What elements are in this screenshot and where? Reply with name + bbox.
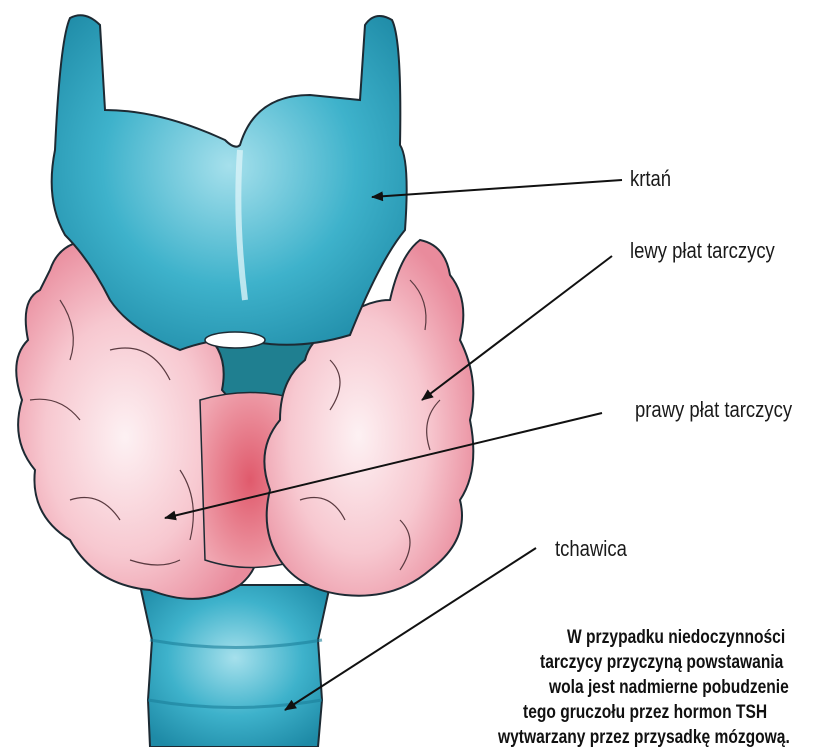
caption-line: wytwarzany przez przysadkę mózgową. xyxy=(498,725,833,750)
trachea-label: tchawica xyxy=(555,536,627,562)
larynx-label: krtań xyxy=(630,166,671,192)
caption: W przypadku niedoczynności tarczycy przy… xyxy=(486,625,833,750)
caption-line: W przypadku niedoczynności xyxy=(567,625,833,650)
caption-line: wola jest nadmierne pobudzenie xyxy=(549,675,833,700)
right-lobe-label: prawy płat tarczycy xyxy=(635,397,792,423)
caption-line: tarczycy przyczyną powstawania xyxy=(540,650,833,675)
trachea xyxy=(140,585,330,747)
left-lobe-label: lewy płat tarczycy xyxy=(630,238,775,264)
caption-line: tego gruczołu przez hormon TSH xyxy=(523,700,833,725)
arrow-larynx xyxy=(372,180,622,197)
